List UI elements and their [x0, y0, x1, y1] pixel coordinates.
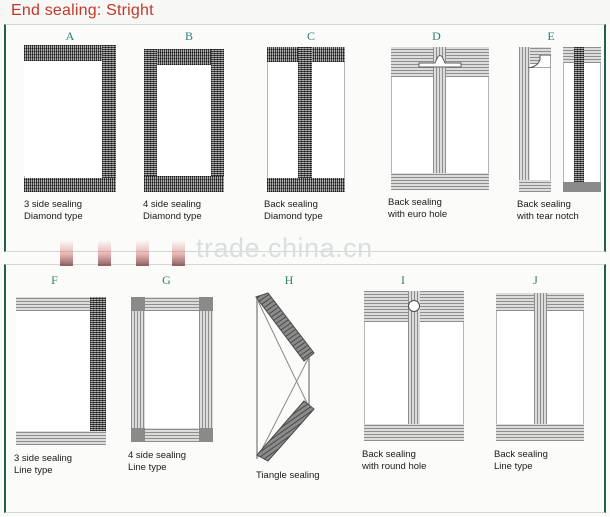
bag-B	[144, 49, 224, 192]
seal-center-E-right	[574, 47, 584, 192]
figure-caption-J: Back sealing Line type	[494, 449, 548, 472]
seal-left-G	[131, 297, 145, 442]
figure-I: I Back sealing with round hole	[358, 273, 478, 493]
figure-letter-A: A	[65, 29, 75, 43]
title-bar: End sealing: Stright	[0, 0, 610, 24]
figure-F: F 3 side sealing Line type	[12, 273, 122, 493]
figure-E: E Back sealing with tear notch	[511, 29, 610, 229]
figure-letter-J: J	[533, 273, 538, 287]
figure-J: J Back sealing Line type	[488, 273, 603, 493]
seal-bottom-A	[24, 178, 116, 192]
figure-caption-I: Back sealing with round hole	[362, 449, 427, 472]
figure-caption-G: 4 side sealing Line type	[128, 450, 187, 473]
seal-center-D	[433, 47, 446, 190]
figure-letter-E: E	[547, 29, 555, 43]
seal-top-F	[16, 297, 106, 311]
figure-D: D Back sealing with euro hole	[384, 29, 504, 229]
euro-hole-icon	[418, 55, 462, 68]
figure-caption-A: 3 side sealing Diamond type	[24, 199, 83, 222]
figure-letter-G: G	[162, 273, 171, 287]
seal-bottom-G	[131, 428, 213, 442]
seal-bottom-D	[391, 173, 489, 190]
figure-letter-C: C	[306, 29, 315, 43]
seal-right-A	[102, 45, 116, 192]
figure-caption-E: Back sealing with tear notch	[517, 199, 579, 222]
seal-bottom-B	[144, 176, 224, 192]
figure-letter-F: F	[51, 273, 58, 287]
figure-caption-D: Back sealing with euro hole	[388, 197, 448, 220]
seal-right-F	[90, 297, 106, 445]
tear-notch-icon	[528, 55, 551, 68]
diagram-panel-bottom: F 3 side sealing Line type G	[4, 264, 606, 513]
figure-caption-B: 4 side sealing Diamond type	[143, 199, 202, 222]
seal-bottom-F	[16, 431, 106, 445]
page-title: End sealing: Stright	[11, 2, 154, 19]
figure-letter-B: B	[184, 29, 193, 43]
figure-caption-F: 3 side sealing Line type	[14, 453, 73, 476]
figure-letter-D: D	[432, 29, 441, 43]
seal-top-A	[24, 45, 116, 61]
figure-letter-I: I	[401, 273, 405, 287]
seal-bottom-J	[496, 424, 584, 441]
seal-center-I	[408, 291, 420, 441]
seal-top-B	[144, 49, 224, 65]
figure-A: A 3 side sealing Diamond type	[20, 29, 120, 229]
seal-right-B	[211, 49, 224, 192]
bag-E-left	[519, 47, 551, 192]
round-hole-icon	[408, 300, 420, 312]
figure-B: B 4 side sealing Diamond type	[139, 29, 239, 229]
bag-D	[391, 47, 489, 190]
bag-F	[16, 297, 106, 445]
bag-J	[496, 293, 584, 441]
bag-H	[255, 292, 315, 462]
bag-E-right	[563, 47, 601, 192]
figure-H: H Tiangle seali	[244, 273, 364, 503]
figure-letter-H: H	[284, 273, 294, 287]
seal-center-C	[298, 47, 312, 192]
seal-bottom-E-right	[563, 182, 601, 192]
seal-bottom-E-left	[519, 180, 551, 192]
bag-I	[364, 291, 464, 441]
seal-bottom-C	[267, 178, 345, 192]
figure-caption-C: Back sealing Diamond type	[264, 199, 323, 222]
bag-A	[24, 45, 116, 192]
seal-center-J	[534, 293, 547, 441]
seal-left-B	[144, 49, 157, 192]
seal-right-G	[199, 297, 213, 442]
seal-bottom-I	[364, 424, 464, 441]
bag-G	[131, 297, 213, 442]
figure-caption-H: Tiangle sealing	[256, 470, 320, 481]
figure-C: C Back sealing Diamond type	[261, 29, 361, 229]
seal-left-E-left	[519, 47, 530, 192]
diagram-panel-top: A 3 side sealing Diamond type B 4 side s…	[4, 24, 606, 252]
figure-G: G 4 side sealing Line type	[124, 273, 234, 493]
seal-top-G	[131, 297, 213, 311]
bag-C	[267, 47, 345, 192]
